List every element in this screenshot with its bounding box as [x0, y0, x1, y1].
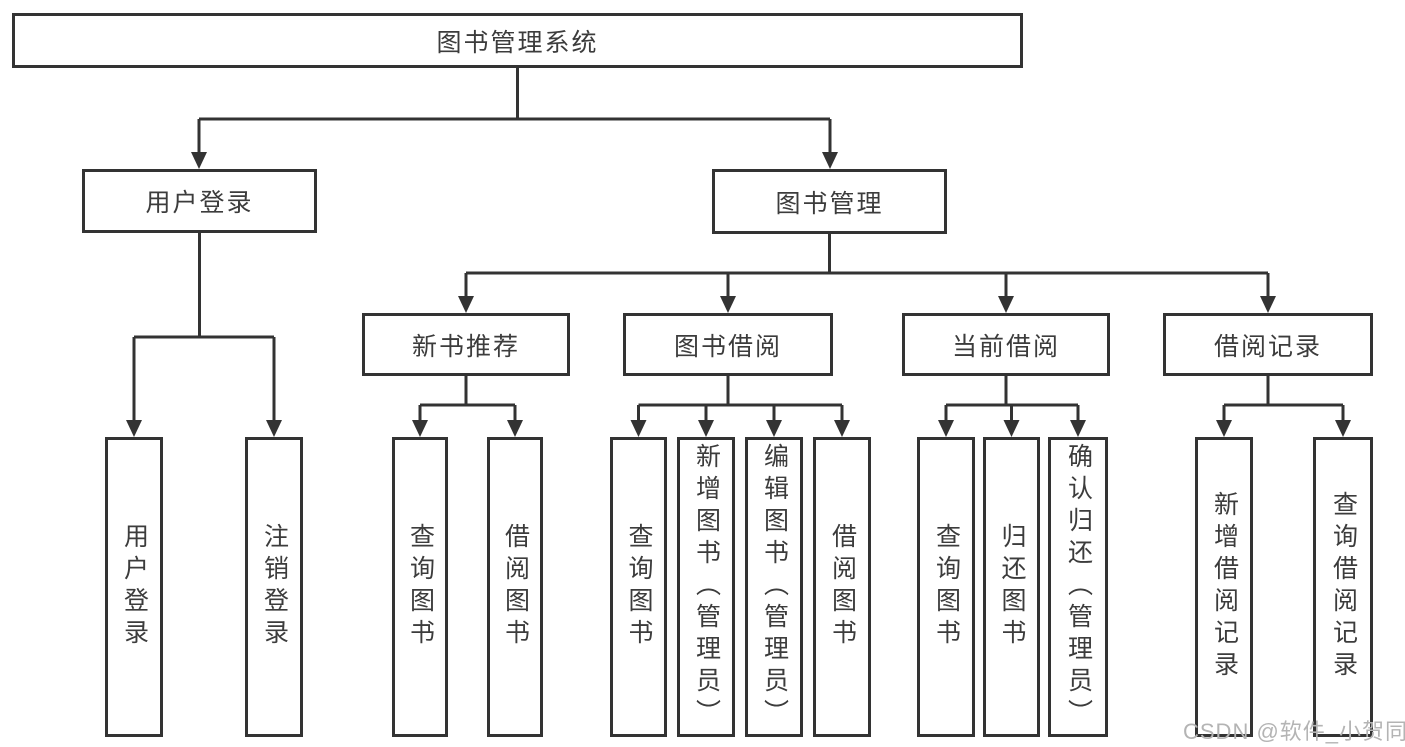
leaf-query-borrow-record: 查询借阅记录	[1313, 437, 1373, 737]
leaf-borrow-books: 借阅图书	[813, 437, 871, 737]
leaf-return-book: 归还图书	[983, 437, 1040, 737]
leaf-logout: 注销登录	[245, 437, 303, 737]
node-book-borrowing: 图书借阅	[623, 313, 833, 376]
leaf-query-books-borrowing: 查询图书	[610, 437, 667, 737]
node-current-borrowing: 当前借阅	[902, 313, 1110, 376]
node-borrowing-records: 借阅记录	[1163, 313, 1373, 376]
leaf-query-books-recommend: 查询图书	[392, 437, 448, 737]
leaf-confirm-return-admin: 确认归还（管理员）	[1048, 437, 1108, 737]
leaf-edit-book-admin: 编辑图书（管理员）	[745, 437, 803, 737]
leaf-add-borrow-record: 新增借阅记录	[1195, 437, 1253, 737]
node-library-system: 图书管理系统	[12, 13, 1023, 68]
node-book-management: 图书管理	[712, 169, 947, 234]
node-user-login: 用户登录	[82, 169, 317, 233]
leaf-borrow-books-recommend: 借阅图书	[487, 437, 543, 737]
leaf-add-book-admin: 新增图书（管理员）	[677, 437, 735, 737]
csdn-watermark: CSDN @软件_小贺同学	[1183, 719, 1405, 744]
node-new-book-recommend: 新书推荐	[362, 313, 570, 376]
leaf-user-login: 用户登录	[105, 437, 163, 737]
leaf-query-books-current: 查询图书	[917, 437, 975, 737]
